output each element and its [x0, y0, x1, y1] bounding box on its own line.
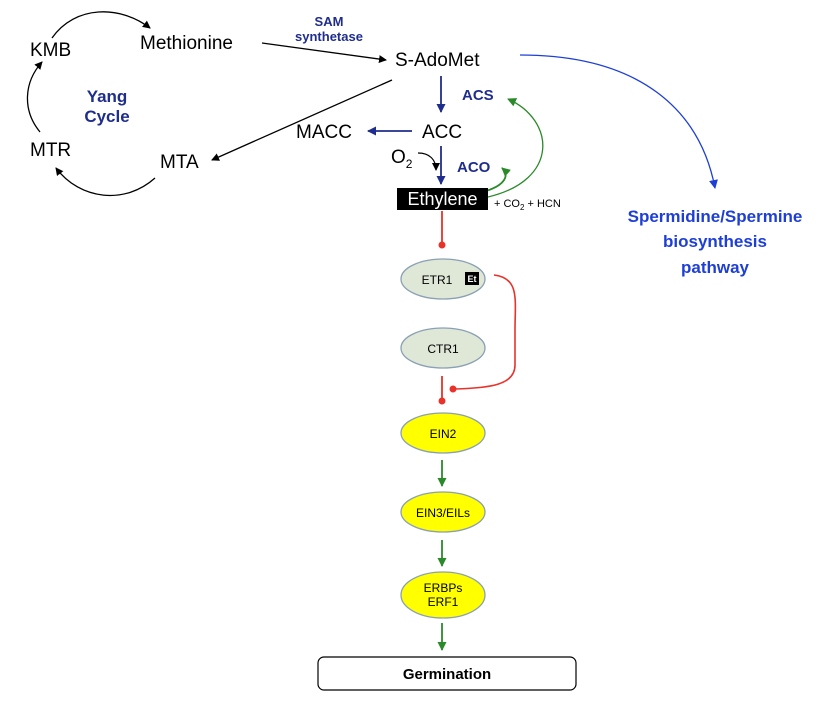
ethylene-box: [397, 188, 488, 210]
ctr1-label: CTR1: [427, 342, 459, 356]
ctr1-node: [400, 327, 486, 369]
ein3-node: [400, 491, 486, 533]
arrow-sadomet-to-mta: [211, 79, 393, 161]
arrow-methionine-to-sadomet: [261, 42, 387, 64]
arrow-kmb-to-methionine: [51, 11, 151, 39]
feedback-ethylene-to-acs: [487, 98, 544, 198]
mtr-label: MTR: [30, 140, 71, 161]
et-badge: [465, 272, 479, 285]
inhibition-dot-etr1: [438, 241, 446, 249]
ein3-label: EIN3/EILs: [416, 506, 470, 520]
germination-label: Germination: [403, 666, 491, 683]
arrow-mtr-to-kmb: [26, 61, 43, 133]
feedback-ethylene-to-aco: [485, 167, 511, 192]
ein2-label: EIN2: [430, 427, 457, 441]
etr1-label: ETR1: [422, 273, 453, 287]
ethylene-label: Ethylene: [407, 189, 477, 209]
inhibition-dot-ein2: [438, 397, 446, 405]
byproducts-label: + CO2 + HCN: [494, 198, 561, 212]
sam-synthetase-line2: synthetase: [295, 29, 363, 44]
kmb-label: KMB: [30, 40, 71, 61]
inhibition-etr1-ein2: [454, 274, 517, 390]
o2-label: O2: [391, 147, 413, 171]
ein2-node: [400, 412, 486, 454]
yang-cycle-line2: Cycle: [84, 107, 129, 126]
spermidine-line2: biosynthesis: [663, 232, 767, 251]
erbps-label: ERBPs: [424, 581, 463, 595]
erf1-label: ERF1: [428, 595, 459, 609]
acs-label: ACS: [462, 87, 494, 104]
sadomet-label: S-AdoMet: [395, 50, 480, 71]
inhibition-dot-junction: [449, 385, 457, 393]
et-badge-label: Et: [468, 274, 477, 284]
arrow-sadomet-to-spermidine: [519, 54, 718, 189]
etr1-node: [400, 258, 486, 300]
spermidine-line3: pathway: [681, 258, 750, 277]
arrow-mta-to-mtr: [55, 167, 156, 197]
erbps-node: [400, 571, 486, 619]
arrow-o2-to-aco: [417, 152, 440, 171]
yang-cycle-line1: Yang: [87, 87, 128, 106]
sam-synthetase-line1: SAM: [315, 14, 344, 29]
methionine-label: Methionine: [140, 33, 233, 54]
aco-label: ACO: [457, 159, 491, 176]
acc-label: ACC: [422, 122, 462, 143]
mta-label: MTA: [160, 152, 199, 173]
germination-box: [317, 656, 577, 691]
spermidine-line1: Spermidine/Spermine: [628, 207, 803, 226]
macc-label: MACC: [296, 122, 352, 143]
